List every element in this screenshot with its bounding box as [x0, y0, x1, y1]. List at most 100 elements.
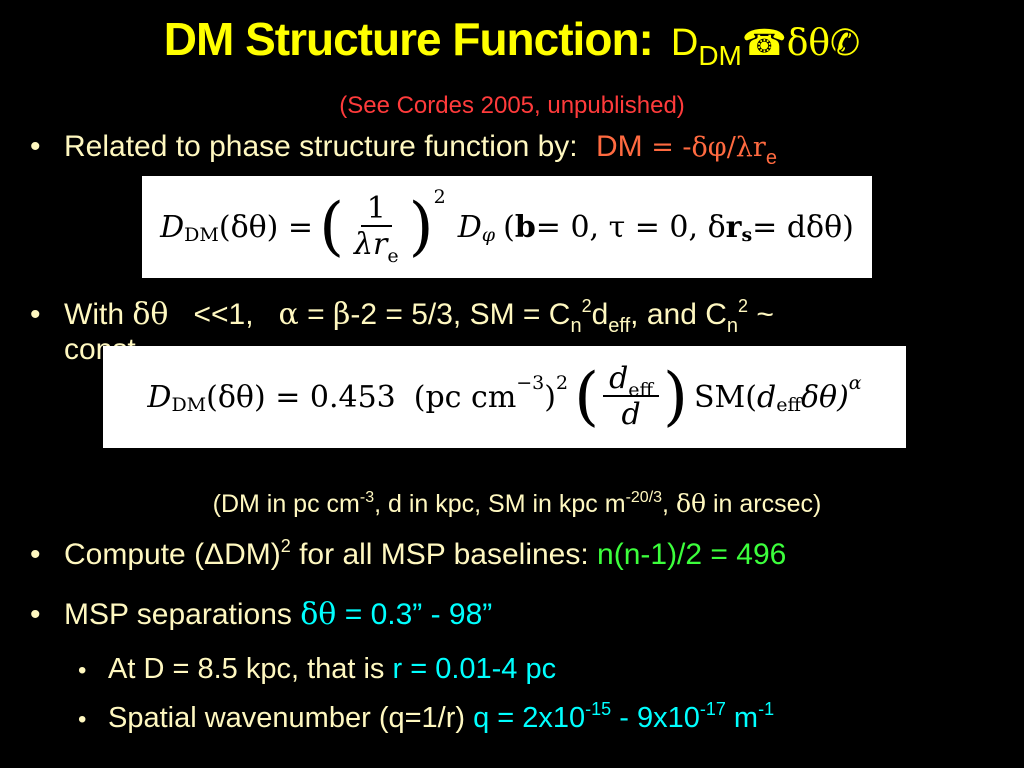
equals: =	[298, 298, 334, 331]
cn2-sup: 2	[738, 296, 749, 316]
sm-definition: -2 = 5/3, SM = C	[350, 298, 571, 331]
dm-label: DM	[595, 130, 643, 163]
eq2-lhs-arg: (δθ) = 0.453	[206, 379, 396, 415]
wavenumber-v1: q = 2x10	[473, 702, 586, 734]
eq1-rhs: D	[457, 209, 482, 245]
wavenumber-v2-sup: -17	[699, 699, 726, 719]
eq2-paren-close: )	[663, 360, 688, 434]
eq1-paren-open: (	[319, 190, 345, 264]
eq1-r-sub: s	[741, 224, 753, 246]
wavenumber-v3: m	[725, 702, 759, 734]
title-text: DM Structure Function:	[163, 13, 654, 65]
eq1-power: 2	[433, 186, 446, 208]
eq2-unit-close: )	[544, 379, 556, 415]
separations-dtheta: δθ	[300, 597, 337, 632]
bullet-dot: •	[30, 598, 41, 631]
eq1-rhs-open: (	[503, 209, 515, 245]
title-argument: ☎δθ✆	[741, 23, 861, 64]
slide-title: DM Structure Function: DDM☎δθ✆	[0, 12, 1024, 71]
wavenumber-v1-sup: -15	[585, 699, 612, 719]
title-symbol: D	[670, 22, 699, 64]
bullet-dot: •	[30, 538, 41, 571]
baseline-count: n(n-1)/2 = 496	[597, 538, 787, 571]
eq2-sm-eff: eff	[776, 394, 801, 416]
with-text: With	[64, 298, 133, 331]
eq2-frac-num: deff	[603, 360, 660, 400]
subbullet-dot: •	[78, 706, 87, 733]
beta-symbol: β	[333, 297, 351, 332]
separations-text: MSP separations	[64, 598, 301, 631]
eq1-r: r	[725, 209, 742, 245]
alpha-symbol: α	[278, 297, 299, 332]
compute-sup: 2	[280, 536, 291, 556]
subbullet-dot: •	[78, 657, 87, 684]
eq1-lhs: D	[160, 209, 185, 245]
cn-sub: n	[570, 315, 582, 337]
units-d: in arcsec)	[706, 490, 822, 518]
units-a-sup: -3	[359, 489, 375, 506]
title-symbol-sub: DM	[698, 40, 742, 71]
and-cn: , and C	[630, 298, 727, 331]
wavenumber-v3-sup: -1	[758, 699, 775, 719]
dm-expression-sub: e	[765, 147, 777, 169]
bullet-dot: •	[30, 130, 41, 163]
subbullet-distance: • At D = 8.5 kpc, that is r = 0.01-4 pc	[78, 653, 556, 686]
units-dtheta: δθ	[675, 489, 707, 518]
units-note: (DM in pc cm-3, d in kpc, SM in kpc m-20…	[0, 489, 1024, 519]
eq2-lhs: D	[147, 379, 172, 415]
bullet-small-angle: •With δθ <<1, α = β-2 = 5/3, SM = Cn2def…	[30, 296, 774, 337]
eq1-lhs-sub: DM	[184, 224, 219, 246]
eq1-b: b	[514, 209, 536, 245]
cn2-sub: n	[726, 315, 739, 337]
eq2-sm: SM(	[694, 379, 757, 415]
eq2-alpha: α	[848, 372, 862, 394]
wavenumber-text: Spatial wavenumber (q=1/r)	[108, 702, 474, 734]
units-a: (DM in pc cm	[212, 490, 360, 518]
distance-value: r = 0.01-4 pc	[392, 653, 557, 685]
eq1-rhs-end: = dδθ)	[752, 209, 854, 245]
eq2-frac-num-text: d	[609, 360, 629, 396]
subbullet-wavenumber: •Spatial wavenumber (q=1/r) q = 2x10-15 …	[78, 699, 775, 735]
bullet-text: Related to phase structure function by:	[64, 130, 578, 163]
eq2-frac-den: d	[621, 396, 641, 432]
eq1-rhs-sub: φ	[481, 224, 496, 246]
separations-value: = 0.3” - 98”	[336, 598, 493, 631]
eq1-frac-num: 1	[360, 192, 392, 227]
eq1-fraction: 1 λre	[348, 192, 405, 267]
distance-text: At D = 8.5 kpc, that is	[108, 653, 393, 685]
d-eff-sub: eff	[608, 315, 631, 337]
eq2-lhs-sub: DM	[171, 394, 207, 416]
eq2-paren-open: (	[574, 360, 600, 434]
compute-text: Compute (ΔDM)	[64, 538, 281, 571]
eq2-unit: (pc cm	[413, 379, 517, 415]
wavenumber-v2: - 9x10	[611, 702, 700, 734]
bullet-dot: •	[30, 298, 41, 331]
bullet-msp-separations: • MSP separations δθ = 0.3” - 98”	[30, 597, 492, 632]
eq2-frac-num-sub: eff	[628, 378, 654, 401]
eq1-frac-den-text: λr	[354, 226, 388, 262]
dm-expression: = -δφ/λr	[642, 132, 766, 163]
d-eff: d	[591, 298, 609, 331]
eq1-frac-den-sub: e	[387, 244, 399, 267]
compute-text2: for all MSP baselines:	[290, 538, 598, 571]
eq2-sm-end: δθ)	[800, 379, 849, 415]
eq2-sm-d: d	[756, 379, 777, 415]
eq1-rhs-mid: = 0, τ = 0, δ	[535, 209, 726, 245]
bullet-compute: • Compute (ΔDM)2 for all MSP baselines: n…	[30, 536, 787, 572]
tilde: ~	[748, 298, 774, 331]
units-b: , d in kpc, SM in kpc m	[374, 490, 626, 518]
eq1-paren-close: )	[408, 190, 434, 264]
slide-subtitle: (See Cordes 2005, unpublished)	[339, 92, 685, 119]
eq2-unit-pow: 2	[556, 372, 569, 394]
units-b-sup: -20/3	[625, 489, 663, 506]
eq1-frac-den: λre	[348, 226, 405, 267]
delta-theta: δθ	[132, 297, 169, 332]
eq1-lhs-arg: (δθ) =	[218, 209, 314, 245]
cn-sup: 2	[581, 296, 592, 316]
eq2-unit-exp: −3	[516, 372, 545, 394]
much-less-than: <<1,	[168, 298, 279, 331]
eq2-fraction: deff d	[603, 360, 660, 433]
bullet-phase-structure: • Related to phase structure function by:…	[30, 130, 777, 169]
units-c: ,	[662, 490, 676, 518]
